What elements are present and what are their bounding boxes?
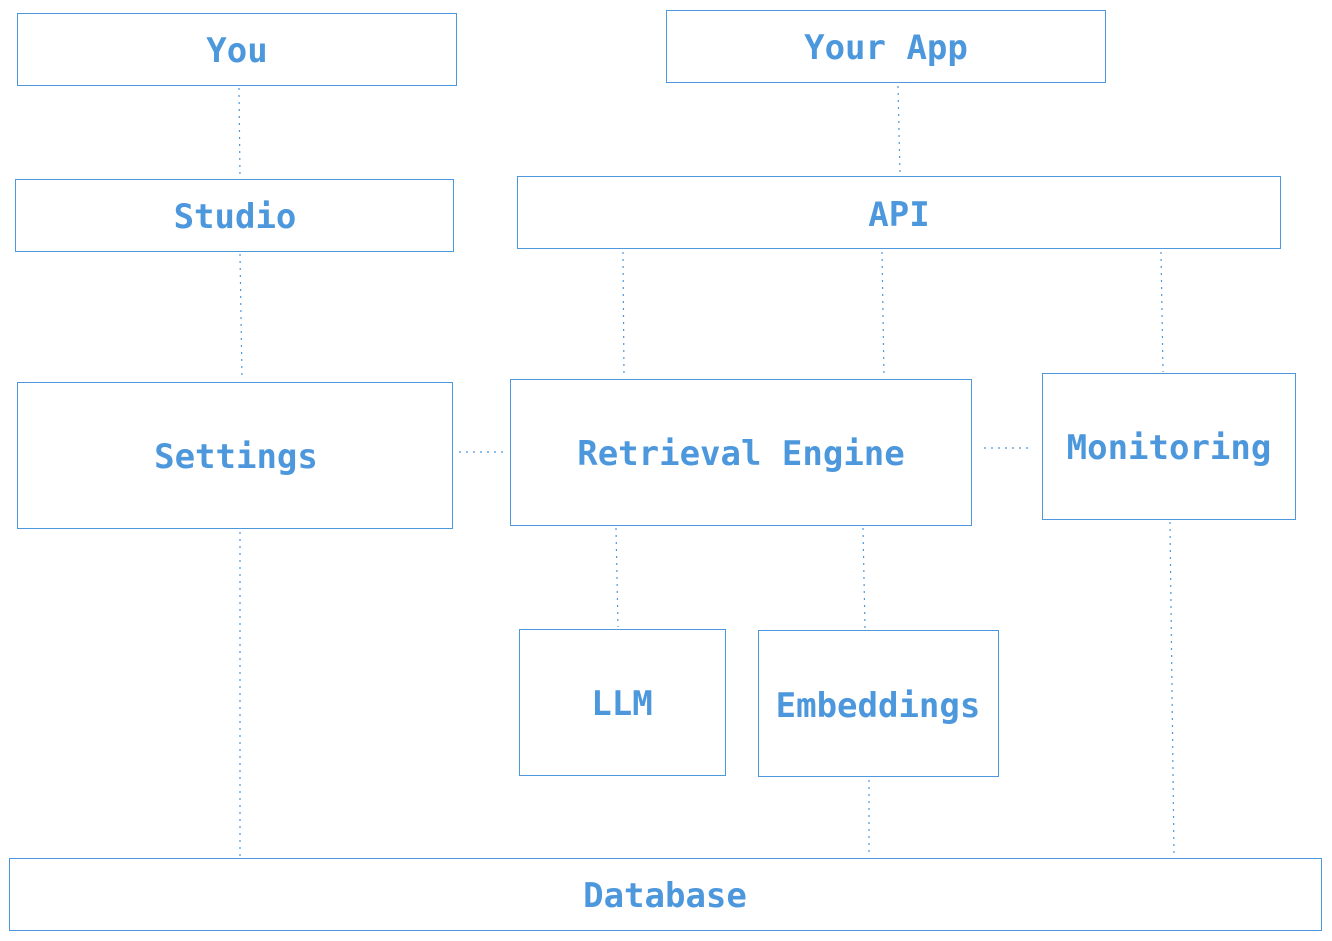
- node-database: Database: [9, 858, 1322, 931]
- edge-retrieval-embeddings: [862, 527, 866, 630]
- node-you-label: You: [206, 31, 267, 71]
- node-database-label: Database: [583, 876, 747, 916]
- node-llm-box: [519, 629, 726, 776]
- node-studio-box: [15, 179, 454, 252]
- connectors: [238, 85, 1175, 857]
- edge-studio-settings: [239, 253, 243, 381]
- node-retrieval-engine: Retrieval Engine: [510, 379, 972, 526]
- node-settings: Settings: [17, 382, 453, 529]
- node-embeddings-label: Embeddings: [776, 686, 981, 726]
- edge-retrieval-llm: [615, 527, 619, 628]
- node-retrieval-engine-box: [510, 379, 972, 526]
- edge-monitoring-database: [1169, 521, 1175, 857]
- node-settings-box: [17, 382, 453, 529]
- edge-api-monitoring: [1160, 251, 1164, 373]
- edge-your-app-api: [897, 85, 901, 176]
- node-studio-label: Studio: [174, 197, 297, 237]
- edge-api-retrieval-left: [622, 251, 625, 379]
- node-your-app-box: [666, 10, 1106, 83]
- node-database-box: [9, 858, 1322, 931]
- edge-api-retrieval-right: [881, 251, 885, 379]
- node-api-box: [517, 176, 1281, 249]
- node-monitoring-label: Monitoring: [1067, 428, 1272, 468]
- node-monitoring-box: [1042, 373, 1296, 520]
- node-embeddings: Embeddings: [758, 630, 999, 777]
- node-embeddings-box: [758, 630, 999, 777]
- node-api-label: API: [868, 195, 929, 235]
- node-you: You: [17, 13, 457, 86]
- edge-you-studio: [238, 87, 241, 179]
- node-retrieval-engine-label: Retrieval Engine: [577, 434, 905, 474]
- node-your-app: Your App: [666, 10, 1106, 83]
- node-monitoring: Monitoring: [1042, 373, 1296, 520]
- node-llm: LLM: [519, 629, 726, 776]
- node-studio: Studio: [15, 179, 454, 252]
- node-your-app-label: Your App: [804, 28, 968, 68]
- node-you-box: [17, 13, 457, 86]
- node-api: API: [517, 176, 1281, 249]
- node-settings-label: Settings: [154, 437, 318, 477]
- node-llm-label: LLM: [591, 684, 652, 724]
